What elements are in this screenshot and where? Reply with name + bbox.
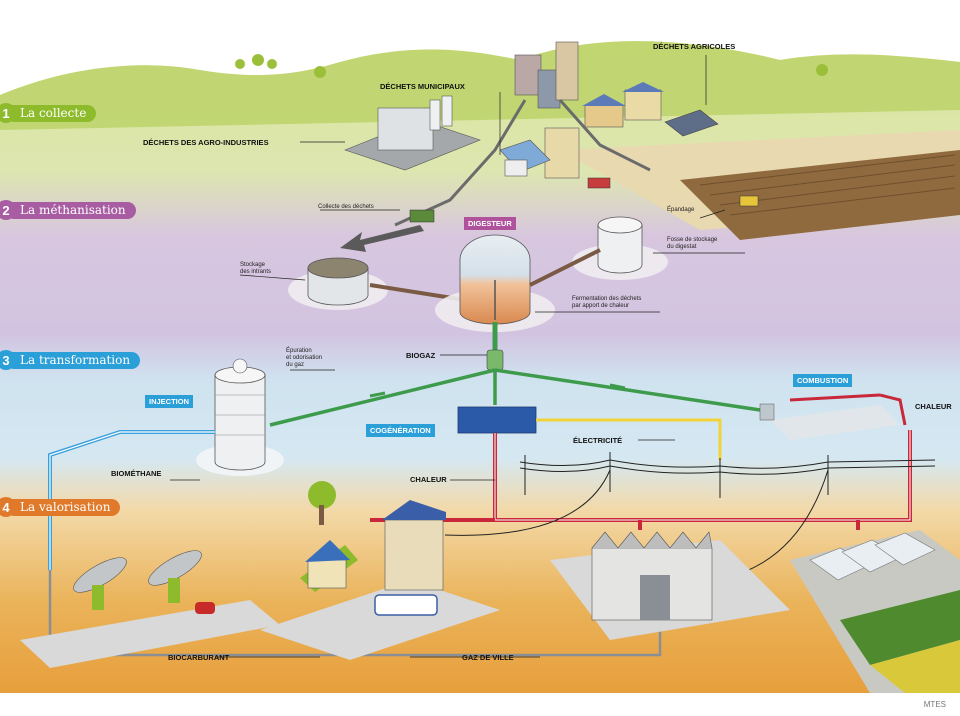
tag-combustion: COMBUSTION [793,374,853,387]
stage-label: La transformation [12,351,141,369]
label-epuration-3: du gaz [286,362,305,368]
stage-2-methanisation: 2 La méthanisation [0,200,136,220]
injection-tower [196,358,284,476]
image-credit: MTES [923,700,946,709]
tag-digesteur: DIGESTEUR [464,217,516,230]
stage-1-collecte: 1 La collecte [0,103,97,123]
label-electricite: ÉLECTRICITÉ [573,436,623,445]
stage-label: La valorisation [12,498,121,516]
farm-fields [560,130,960,240]
label-stockage-1: Stockage [240,262,266,268]
biogas-valve [486,349,504,371]
input-storage-tank [288,257,388,310]
label-dechets-agricoles: DÉCHETS AGRICOLES [653,42,736,51]
cogeneration-engine [457,406,537,434]
factory [550,531,790,640]
farm-buildings [582,82,719,137]
label-biocarburant: BIOCARBURANT [168,653,230,662]
leader-lines [170,55,745,658]
city-buildings [499,41,580,179]
tag-injection: INJECTION [145,395,194,408]
label-collecte-dechets: Collecte des déchets [318,204,374,210]
label-gaz-de-ville: GAZ DE VILLE [462,653,514,662]
stage-4-valorisation: 4 La valorisation [0,497,121,517]
stage-label: La collecte [12,104,97,122]
collection-truck [409,209,435,223]
label-fermentation-2: par apport de chaleur [572,303,630,309]
label-epuration-2: et odorisation [286,355,323,361]
label-biomethane: BIOMÉTHANE [111,469,162,478]
label-fosse-2: du digestat [667,244,697,250]
waste-arrow [340,225,424,252]
label-biogaz: BIOGAZ [406,351,436,360]
fuel-station [20,550,280,668]
label-epuration-1: Épuration [286,348,312,354]
hill-trees [235,54,828,78]
tractor [739,195,759,207]
label-chaleur-center: CHALEUR [410,475,447,484]
stage-label: La méthanisation [12,201,136,219]
label-dechets-agro: DÉCHETS DES AGRO-INDUSTRIES [143,138,269,147]
label-epandage: Épandage [667,207,695,213]
town-area [260,481,500,660]
label-stockage-2: des intrants [240,269,272,275]
digester [435,234,555,332]
label-dechets-municipaux: DÉCHETS MUNICIPAUX [380,82,465,91]
label-fosse-1: Fosse de stockage [667,237,718,243]
tag-cogeneration: COGÉNÉRATION [366,424,435,437]
label-fermentation-1: Fermentation des déchets [572,296,642,302]
stage-3-transformation: 3 La transformation [0,350,141,370]
combustion-unit [759,393,907,440]
agro-industry-plant [344,95,481,171]
greenhouses-fields [790,530,960,693]
label-chaleur-right: CHALEUR [915,402,952,411]
